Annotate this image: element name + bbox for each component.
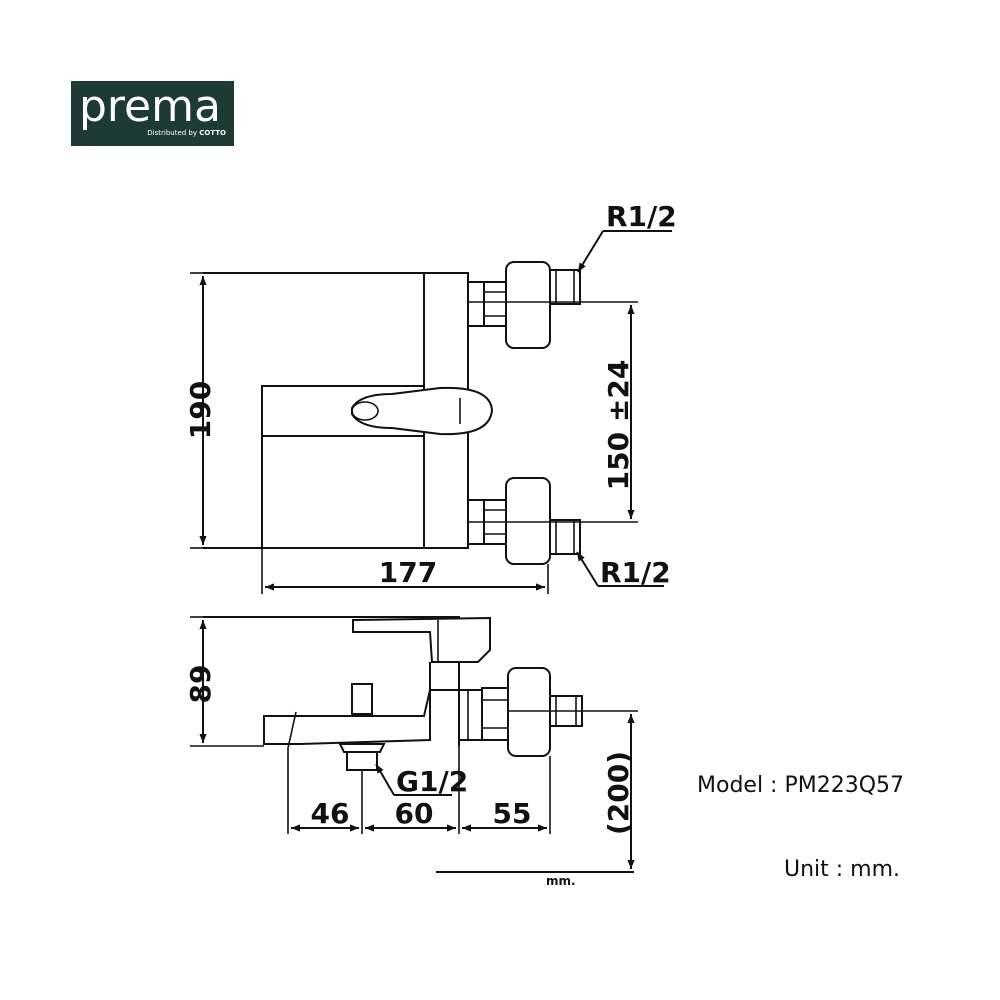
front-spout-block	[261, 385, 424, 548]
label-bottom-thread: R1/2	[600, 556, 671, 589]
logo-wordmark: prema	[79, 81, 221, 132]
top-connector-collar	[467, 281, 485, 327]
dim-label-200: (200)	[602, 751, 635, 835]
logo-tagline-prefix: Distributed by	[147, 129, 198, 137]
side-top-outline	[203, 616, 460, 746]
side-spout	[263, 689, 431, 745]
dim-label-60: 60	[395, 797, 434, 830]
outlet-thread	[346, 751, 378, 771]
leader-bottom-thread	[576, 551, 599, 587]
label-outlet-thread: G1/2	[396, 765, 468, 798]
outlet-base	[338, 743, 386, 753]
dim-label-46: 46	[311, 797, 350, 830]
dim-label-89: 89	[184, 665, 217, 704]
lever-handle	[351, 386, 494, 436]
front-view: 190 177 150 ±24 R1/2 R1/2	[184, 200, 677, 594]
label-top-thread: R1/2	[606, 200, 677, 233]
top-inlet-pipe	[549, 269, 581, 305]
side-escutcheon	[507, 667, 551, 757]
top-escutcheon	[505, 261, 551, 349]
bottom-escutcheon	[505, 477, 551, 565]
diverter-knob	[351, 683, 373, 715]
dim-label-55: 55	[493, 797, 532, 830]
floor-unit-label: mm.	[546, 874, 576, 888]
bottom-inlet-pipe	[549, 519, 581, 555]
prema-logo: prema Distributed by COTTO	[71, 81, 234, 146]
unit-label: Unit : mm.	[784, 857, 901, 882]
dim-label-190: 190	[184, 381, 217, 439]
model-label: Model : PM223Q57	[697, 773, 905, 798]
side-connector-nut	[481, 687, 509, 741]
side-lever	[352, 616, 491, 663]
logo-tagline: Distributed by COTTO	[147, 129, 226, 137]
leader-top-thread	[577, 230, 604, 273]
dim-label-177: 177	[379, 556, 437, 589]
handle-knob	[351, 401, 379, 421]
side-view: 89 46 60 55 G1/2 (200) mm.	[184, 616, 638, 888]
dim-label-150: 150 ±24	[602, 360, 635, 491]
logo-tagline-brand: COTTO	[199, 129, 226, 137]
leader-outlet-thread	[375, 763, 395, 796]
top-connector-nut	[483, 281, 507, 327]
